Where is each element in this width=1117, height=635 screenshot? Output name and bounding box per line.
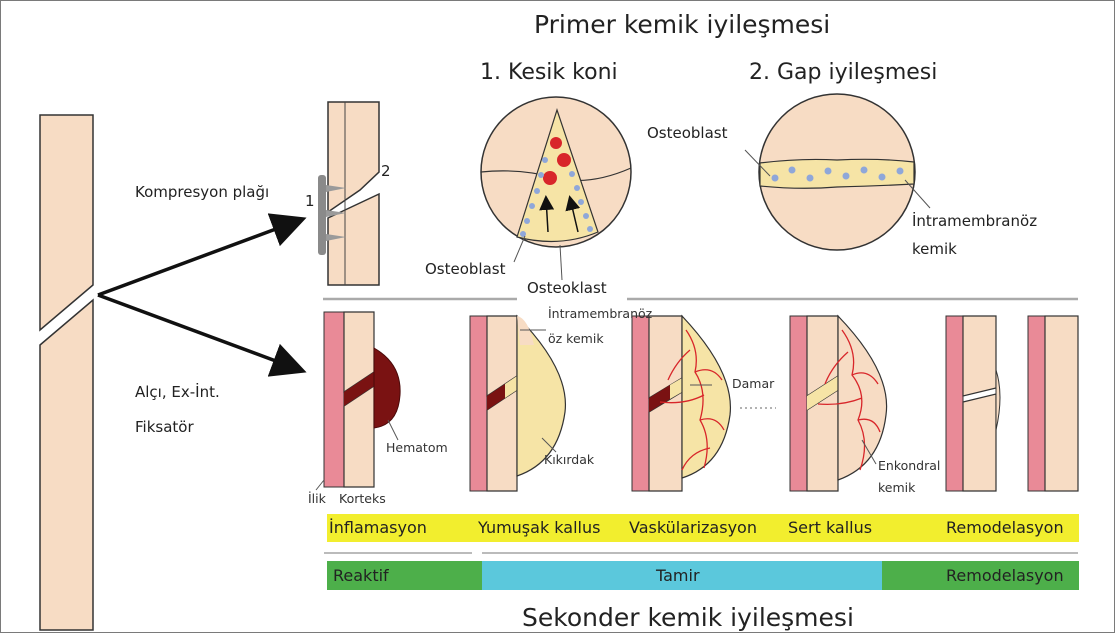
phase-reactive-label: Reaktif xyxy=(333,568,389,584)
phase-band: Reaktif Tamir Remodelasyon xyxy=(327,561,1079,590)
gap-osteoblast-label: Osteoblast xyxy=(647,126,728,141)
cortex-label: Korteks xyxy=(339,493,386,506)
arrow-to-secondary xyxy=(98,295,300,370)
osteoclast-cell xyxy=(543,171,557,185)
secondary-title: Sekonder kemik iyileşmesi xyxy=(522,605,854,630)
marker-one: 1 xyxy=(305,194,315,209)
endochondral-label-1: Enkondral xyxy=(878,460,940,473)
arrow-to-primary xyxy=(98,220,300,295)
stage-vascularization: Vaskülarizasyon xyxy=(629,520,757,536)
stage-inflammation: İnflamasyon xyxy=(329,520,427,536)
fractured-bone-left xyxy=(40,115,93,630)
compression-plate xyxy=(318,175,326,255)
osteoclast-cell xyxy=(557,153,571,167)
cone-title: 1. Kesik koni xyxy=(480,62,618,84)
stage-remodeling-bone xyxy=(946,316,1078,491)
hematoma-label: Hematom xyxy=(386,442,448,455)
phase-reactive: Reaktif xyxy=(327,561,482,590)
gap-intramembranous-label-2: kemik xyxy=(912,242,957,257)
stage-remodeling: Remodelasyon xyxy=(946,520,1064,536)
cone-osteoclast-label: Osteoklast xyxy=(527,281,607,296)
endochondral-label-2: kemik xyxy=(878,482,915,495)
stage-inflammation-bone xyxy=(316,312,400,490)
phase-repair-label: Tamir xyxy=(656,568,700,584)
stage-hard-callus-bone xyxy=(790,316,887,491)
stage-soft-callus: Yumuşak kallus xyxy=(478,520,600,536)
cutting-cone-circle xyxy=(481,97,631,280)
stage-vascularization-bone xyxy=(632,316,730,491)
cast-fixator-label-1: Alçı, Ex-İnt. xyxy=(135,385,220,400)
intramembranous-soft-label-2: öz kemik xyxy=(548,333,604,346)
marker-two: 2 xyxy=(381,164,391,179)
marrow-label: İlik xyxy=(308,493,326,506)
vessel-label: Damar xyxy=(732,378,774,391)
gap-title: 2. Gap iyileşmesi xyxy=(749,62,937,84)
phase-remodeling: Remodelasyon xyxy=(882,561,1079,590)
osteoclast-cell xyxy=(550,137,562,149)
phase-repair: Tamir xyxy=(482,561,882,590)
cone-osteoblast-label: Osteoblast xyxy=(425,262,506,277)
hematoma xyxy=(374,348,400,428)
stage-hard-callus: Sert kallus xyxy=(788,520,872,536)
compression-plate-bone xyxy=(318,102,379,285)
phase-remodeling-label: Remodelasyon xyxy=(946,568,1064,584)
gap-healing-circle xyxy=(745,94,930,250)
primary-title: Primer kemik iyileşmesi xyxy=(534,12,830,37)
cartilage-label: Kıkırdak xyxy=(544,454,594,467)
compression-plate-label: Kompresyon plağı xyxy=(135,185,269,200)
intramembranous-soft-label-1: İntramembranöz xyxy=(548,308,652,321)
cast-fixator-label-2: Fiksatör xyxy=(135,420,194,435)
gap-intramembranous-label-1: İntramembranöz xyxy=(912,214,1037,229)
stage-band: İnflamasyon Yumuşak kallus Vaskülarizasy… xyxy=(327,514,1079,542)
